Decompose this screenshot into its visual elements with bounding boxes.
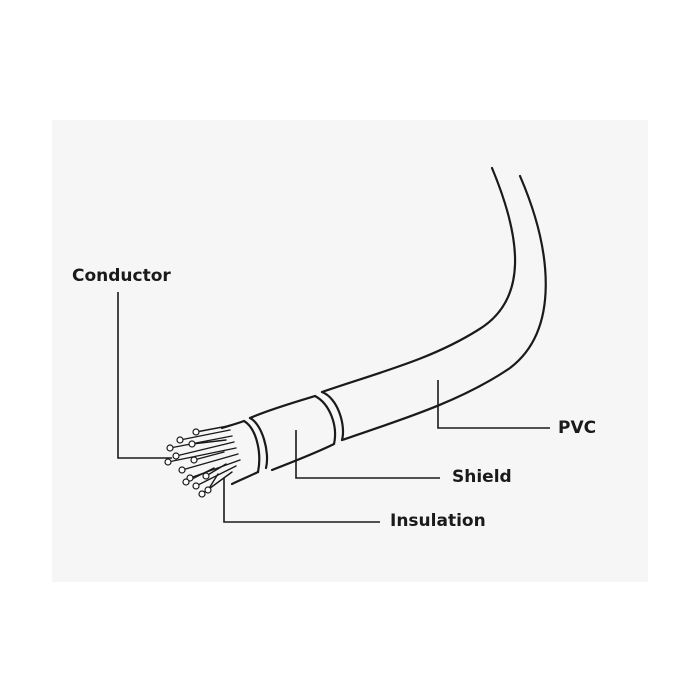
shield-label: Shield (452, 467, 512, 487)
pvc-jacket-upper-edge (320, 166, 517, 394)
insulation-leader-line (223, 478, 380, 523)
conductor-leader-line (117, 292, 172, 459)
insulation-label: Insulation (390, 511, 486, 531)
diagram-background (52, 120, 648, 582)
conductor-wires (167, 425, 241, 495)
pvc-jacket-lower-edge (340, 174, 547, 442)
conductor-label: Conductor (72, 266, 171, 286)
pvc-jacket-end (320, 390, 345, 442)
pvc-label: PVC (558, 418, 597, 438)
braid-lower (230, 470, 260, 486)
shield-end-inner (242, 419, 261, 474)
shield-leader-line (295, 430, 440, 479)
shield-lower-edge (270, 442, 336, 472)
shield-end (248, 416, 269, 470)
conductor-wire-ends (164, 428, 212, 498)
pvc-leader-line (437, 380, 550, 429)
shield-upper-edge (248, 394, 317, 420)
pvc-jacket-end-inner (313, 394, 337, 446)
